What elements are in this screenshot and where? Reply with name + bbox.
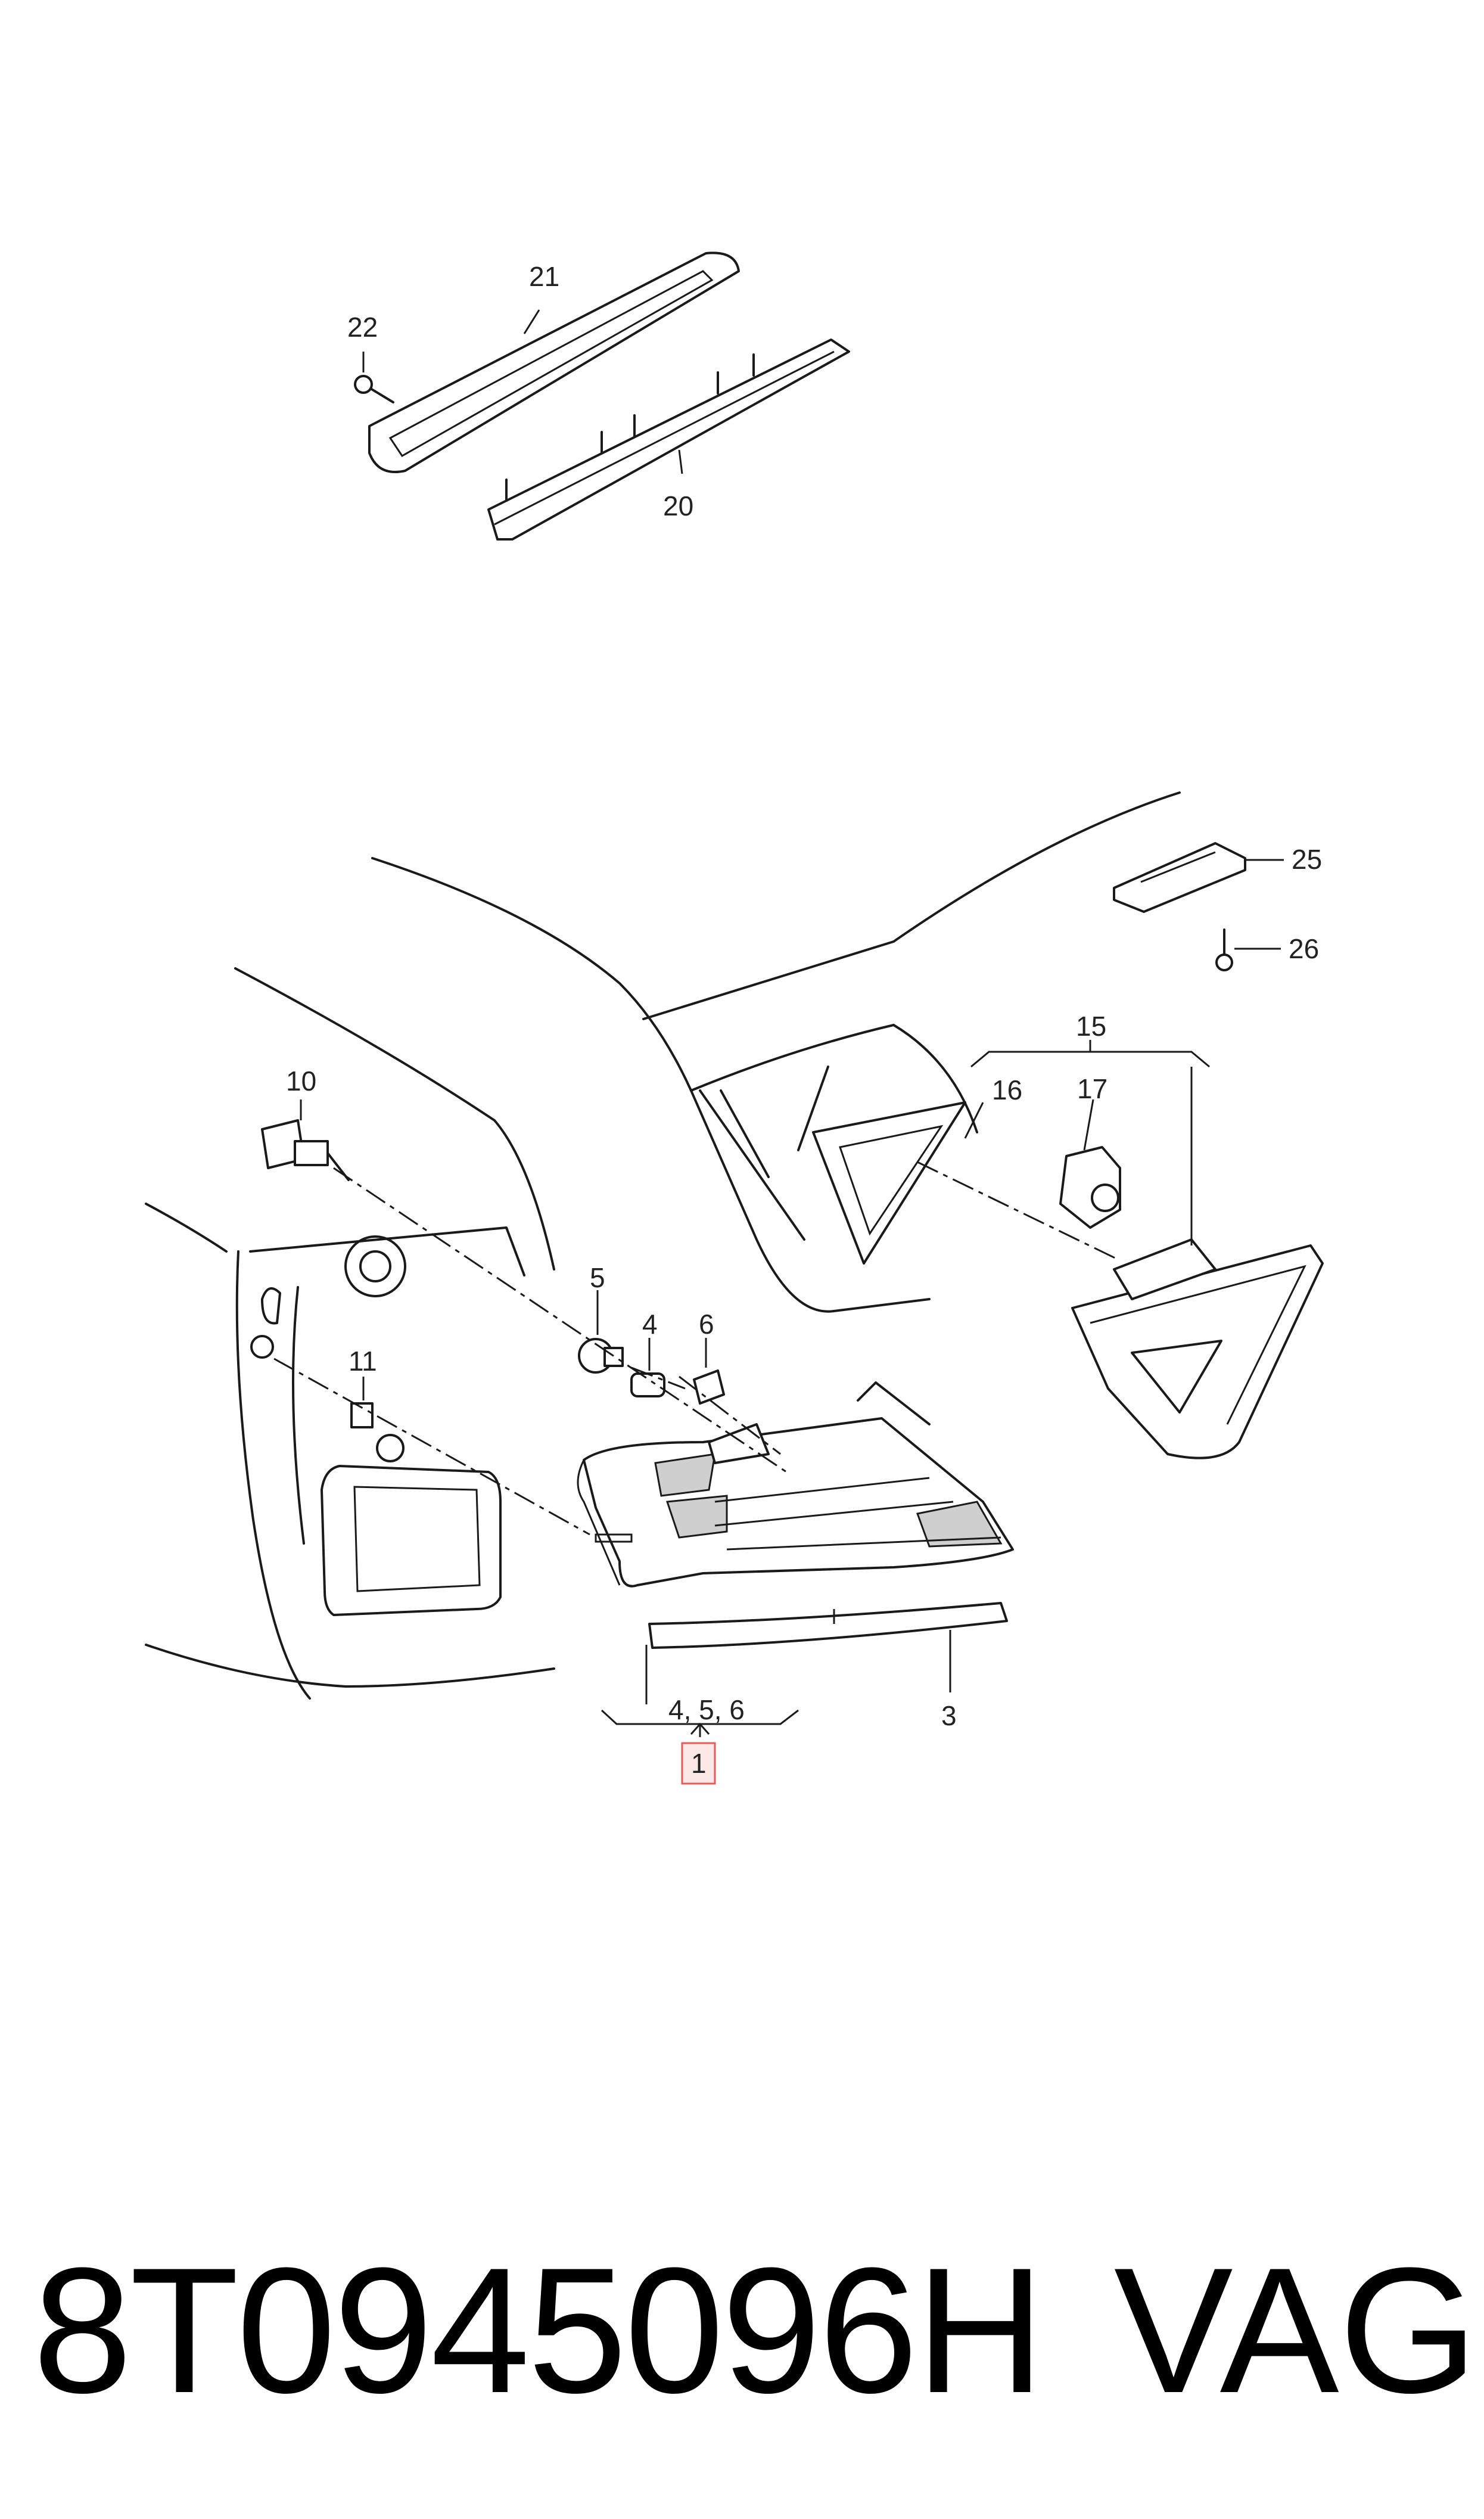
footer: 8T0945096H VAG: [0, 2205, 1484, 2455]
bulb-4: [630, 1372, 665, 1397]
callout-3: 3: [941, 1700, 957, 1731]
bulb-holder-17: [1059, 1146, 1121, 1229]
bolt-10: [261, 1119, 350, 1181]
bulb-5: [578, 1338, 624, 1374]
callout-20: 20: [663, 490, 693, 521]
third-brake-light-assembly: [354, 251, 850, 541]
callout-10: 10: [286, 1066, 316, 1097]
nut-22: [354, 375, 394, 403]
exploded-parts-diagram: 21 22 20 25 26 15 16 17 10 5 4 6 11 3 4,…: [145, 251, 1324, 1785]
trunk-lid-outline: [371, 791, 1181, 1313]
clip-6: [693, 1369, 725, 1405]
callout-11: 11: [349, 1346, 377, 1377]
callout-17: 17: [1077, 1073, 1107, 1104]
callout-6: 6: [699, 1309, 714, 1340]
callout-1-highlight[interactable]: 1: [681, 1742, 716, 1785]
callout-26: 26: [1289, 933, 1319, 964]
callout-21: 21: [529, 261, 559, 292]
callout-4: 4: [642, 1309, 658, 1340]
callout-25: 25: [1292, 844, 1322, 875]
callout-16: 16: [992, 1074, 1022, 1105]
callout-1: 1: [691, 1748, 707, 1779]
outer-tail-light: [577, 1381, 1014, 1649]
license-plate-lamp: [1113, 842, 1284, 913]
brand-label: VAG: [1113, 2230, 1478, 2430]
inner-tail-light: [1071, 1238, 1324, 1459]
part-number: 8T0945096H: [33, 2230, 1045, 2430]
body-panel: [145, 967, 555, 1700]
callout-22: 22: [347, 312, 378, 343]
callout-4-5-6: 4, 5, 6: [668, 1694, 745, 1725]
screw-26: [1215, 928, 1281, 971]
callout-15: 15: [1076, 1011, 1106, 1042]
callout-5: 5: [590, 1262, 605, 1293]
